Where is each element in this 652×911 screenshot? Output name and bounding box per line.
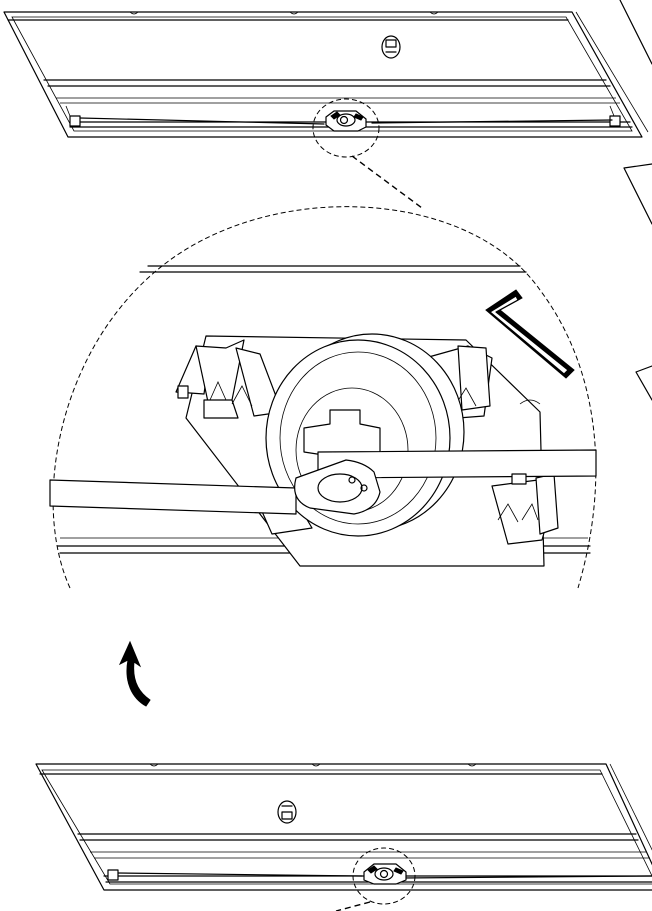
bottom-detail-callout: [335, 847, 416, 911]
partial-panel-mid-right-1: [623, 163, 652, 225]
allen-key-icon: [485, 289, 575, 379]
bottom-panel: [35, 763, 652, 891]
bottom-keyhole-icon: [277, 800, 297, 824]
detail-magnifier: [49, 206, 597, 589]
bottom-connector-fitting: [363, 863, 407, 885]
top-connector-fitting: [325, 110, 367, 132]
partial-panel-top-right: [619, 0, 652, 65]
keyhole-icon: [381, 35, 401, 59]
partial-panel-mid-right-2: [635, 365, 652, 401]
top-detail-callout: [312, 98, 380, 158]
callout-leader: [351, 155, 423, 209]
rotate-counterclockwise-arrow-icon: [118, 640, 151, 707]
